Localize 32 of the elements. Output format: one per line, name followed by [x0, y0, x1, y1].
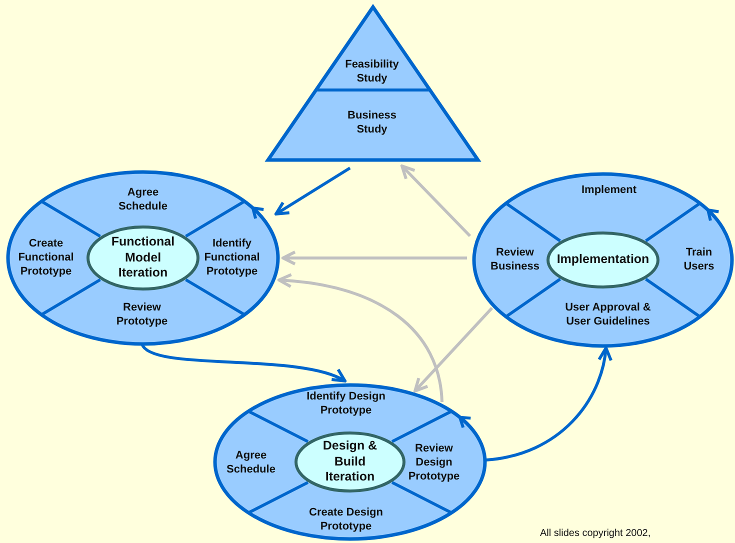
activity-label: Implement — [580, 184, 638, 198]
activity-label: User Approval & User Guidelines — [564, 301, 652, 329]
phase-ellipse — [546, 231, 660, 289]
phase-title: Design & Build Iteration — [322, 438, 378, 486]
phase-ellipse — [86, 225, 200, 291]
phase-title: Functional Model Iteration — [110, 234, 176, 282]
activity-label: Review Prototype — [115, 301, 169, 329]
activity-label: Create Functional Prototype — [17, 237, 75, 279]
cycle-ellipse — [213, 383, 487, 541]
activity-label: Train Users — [682, 246, 716, 274]
arrow — [140, 343, 346, 383]
arrow — [486, 346, 612, 462]
activity-label: Identify Design Prototype — [306, 390, 386, 418]
arrow — [414, 306, 494, 392]
activity-label: Review Design Prototype — [407, 442, 461, 484]
activity-label: Review Business — [490, 246, 540, 274]
phase-title: Implementation — [556, 252, 650, 268]
stage-label: Business Study — [346, 109, 398, 137]
arrow — [274, 166, 351, 216]
cycle-ellipse — [6, 170, 280, 346]
arrow — [282, 250, 467, 266]
activity-label: Agree Schedule — [118, 186, 168, 214]
arrow — [400, 164, 472, 238]
activity-label: Create Design Prototype — [308, 506, 384, 534]
phase-ellipse — [294, 431, 406, 493]
cycle-ellipse — [472, 172, 734, 348]
pyramid-shape — [266, 5, 480, 162]
arrow — [278, 274, 444, 402]
activity-label: Identify Functional Prototype — [203, 237, 261, 279]
activity-label: Agree Schedule — [226, 449, 276, 477]
copyright-note: All slides copyright 2002, — [540, 528, 651, 539]
stage-label: Feasibility Study — [344, 58, 400, 86]
